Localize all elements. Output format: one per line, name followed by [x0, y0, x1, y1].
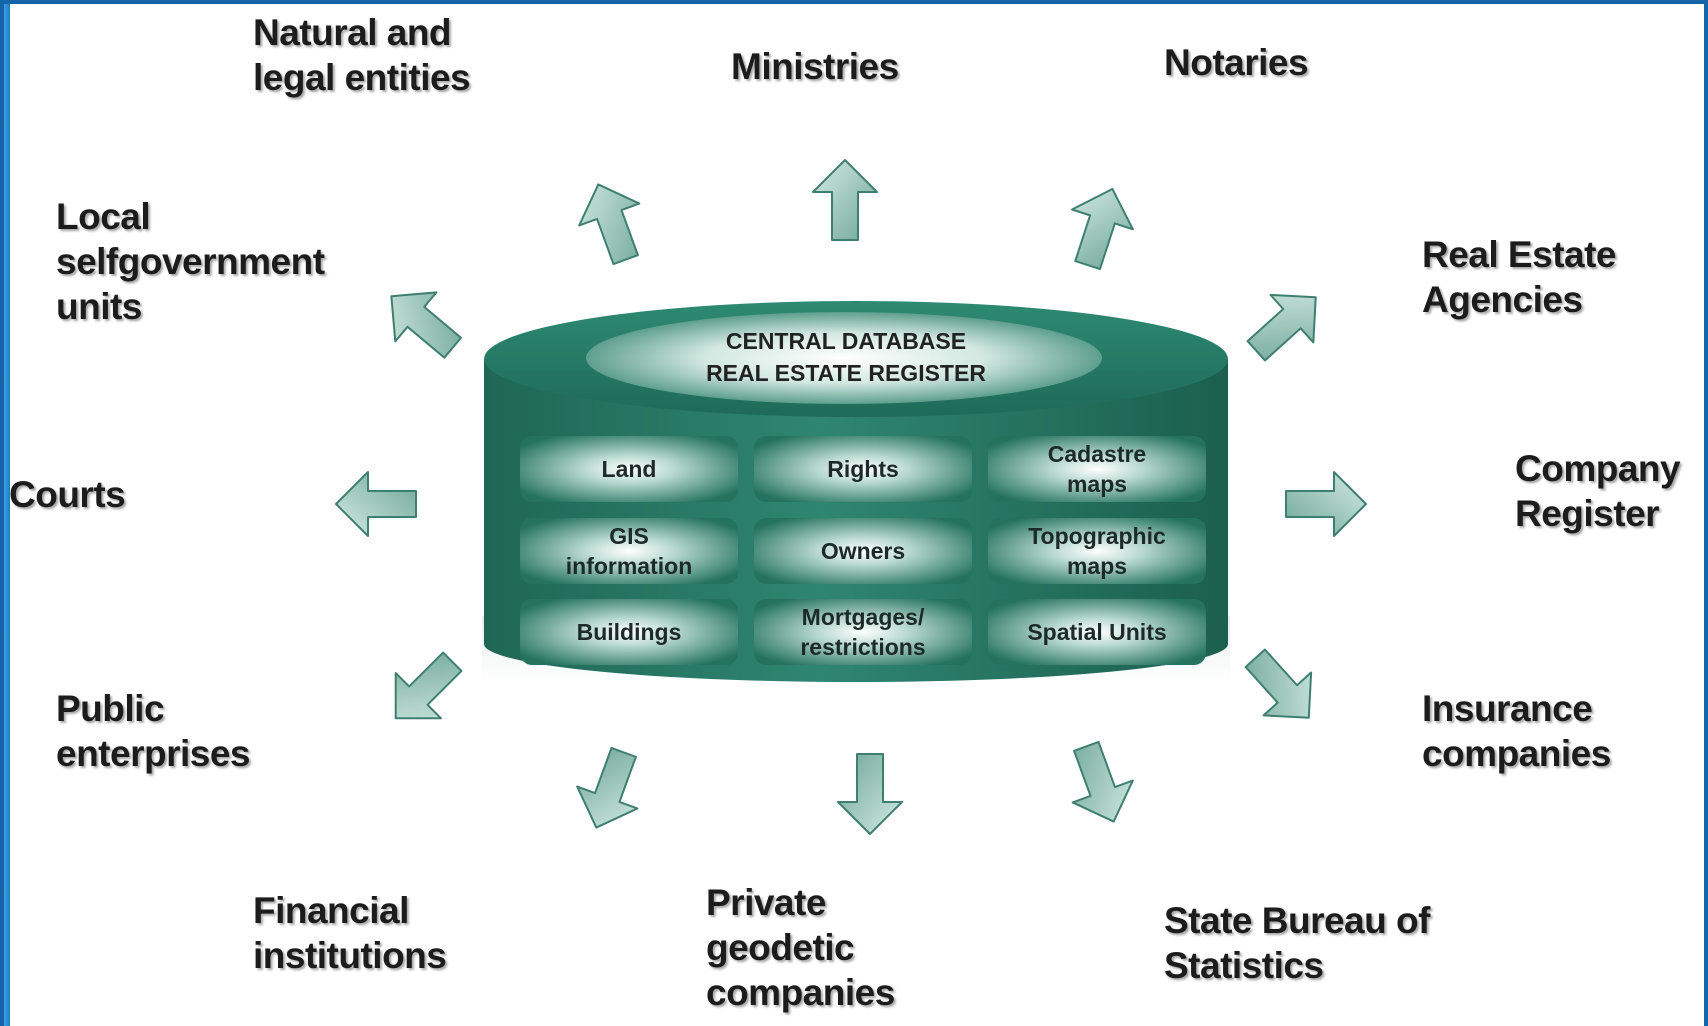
database-cell-label: Land: [602, 456, 657, 482]
diagram-canvas: CENTRAL DATABASE REAL ESTATE REGISTER La…: [335, 159, 1367, 835]
database-cell: Spatial Units: [988, 599, 1206, 665]
label-line: companies: [706, 972, 895, 1014]
label-line: Public: [56, 688, 165, 729]
database-cell-label: Rights: [827, 456, 899, 482]
database-cell: Buildings: [520, 599, 738, 665]
label-line: Company: [1515, 448, 1681, 489]
label-line: State Bureau of: [1164, 900, 1430, 941]
database-cell: Topographic maps: [988, 518, 1206, 584]
database-cell-label: information: [566, 553, 693, 579]
cylinder-top-inner-oval: [586, 312, 1102, 404]
database-title-line1: CENTRAL DATABASE: [726, 328, 966, 354]
database-cell-label: maps: [1067, 553, 1127, 579]
label-line: Real Estate: [1422, 234, 1617, 275]
arrows-group: [335, 159, 1367, 835]
arrow-to-natural-legal-entities: [578, 183, 641, 266]
database-cell-box: [988, 599, 1206, 665]
database-cell: Cadastre maps: [988, 436, 1206, 502]
label-financial-institutions: Financial institutions: [253, 888, 447, 978]
database-cell-box: [754, 436, 972, 502]
label-line: enterprises: [56, 733, 251, 775]
label-line: institutions: [253, 935, 447, 977]
label-line: units: [56, 286, 142, 328]
label-private-geodetic-companies: Private geodetic companies: [706, 880, 895, 1015]
diagram-frame: CENTRAL DATABASE REAL ESTATE REGISTER La…: [4, 4, 1704, 1026]
database-title-line2: REAL ESTATE REGISTER: [706, 360, 986, 386]
label-line: Private: [706, 882, 826, 923]
arrow-to-financial-institutions: [576, 746, 639, 829]
database-cell-label: maps: [1067, 471, 1127, 497]
label-line: Agencies: [1422, 279, 1583, 321]
label-line: Notaries: [1164, 42, 1309, 83]
label-notaries: Notaries: [1164, 40, 1309, 85]
arrow-to-state-bureau: [1071, 740, 1134, 823]
database-cell-label: Owners: [821, 538, 905, 564]
arrow-to-private-geodetic: [837, 753, 903, 835]
database-cell-label: Mortgages/: [802, 604, 925, 630]
arrow-to-real-estate-agencies: [1246, 293, 1317, 362]
database-cell-box: [754, 518, 972, 584]
label-real-estate-agencies: Real Estate Agencies: [1422, 232, 1617, 322]
label-line: geodetic: [706, 927, 855, 969]
database-cell-box: [754, 599, 972, 665]
label-insurance-companies: Insurance companies: [1422, 686, 1611, 776]
label-line: Ministries: [731, 46, 899, 87]
database-cell-label: GIS: [609, 523, 649, 549]
arrow-to-company-register: [1285, 471, 1367, 537]
arrow-to-public-enterprises: [394, 651, 463, 720]
label-public-enterprises: Public enterprises: [56, 686, 251, 776]
label-line: Insurance: [1422, 688, 1593, 729]
database-cell: Mortgages/restrictions: [754, 599, 972, 665]
arrow-to-notaries: [1071, 187, 1134, 271]
label-line: Natural and: [253, 12, 452, 53]
label-natural-legal-entities: Natural and legal entities: [253, 10, 471, 100]
database-cell-box: [520, 518, 738, 584]
label-state-bureau-of-statistics: State Bureau of Statistics: [1164, 898, 1430, 988]
database-cell-label: Topographic: [1028, 523, 1166, 549]
arrow-to-courts: [335, 471, 417, 537]
label-line: Local: [56, 196, 151, 237]
label-local-selfgovernment-units: Local selfgovernment units: [56, 194, 325, 329]
database-cell-label: Spatial Units: [1027, 619, 1166, 645]
arrow-to-local-selfgovernment: [390, 291, 462, 359]
label-line: selfgovernment: [56, 241, 325, 283]
label-line: legal entities: [253, 57, 471, 99]
database-cell-box: [988, 518, 1206, 584]
label-line: Financial: [253, 890, 409, 931]
database-cell: GIS information: [520, 518, 738, 584]
label-line: Register: [1515, 493, 1660, 535]
label-line: Statistics: [1164, 945, 1324, 987]
label-courts: Courts: [9, 472, 126, 517]
database-cell: Owners: [754, 518, 972, 584]
label-line: companies: [1422, 733, 1611, 775]
database-cell-box: [520, 436, 738, 502]
arrow-to-ministries: [812, 159, 878, 241]
database-cell-box: [520, 599, 738, 665]
label-line: Courts: [9, 474, 126, 515]
database-cell-label: Cadastre: [1048, 441, 1146, 467]
database-cell-label: Buildings: [577, 619, 682, 645]
label-ministries: Ministries: [731, 44, 899, 89]
arrow-to-insurance-companies: [1244, 648, 1313, 719]
database-cell-box: [988, 436, 1206, 502]
central-database-cylinder: CENTRAL DATABASE REAL ESTATE REGISTER La…: [482, 301, 1230, 682]
database-cell: Rights: [754, 436, 972, 502]
database-cell: Land: [520, 436, 738, 502]
label-company-register: Company Register: [1515, 446, 1681, 536]
database-cell-label: restrictions: [800, 634, 925, 660]
